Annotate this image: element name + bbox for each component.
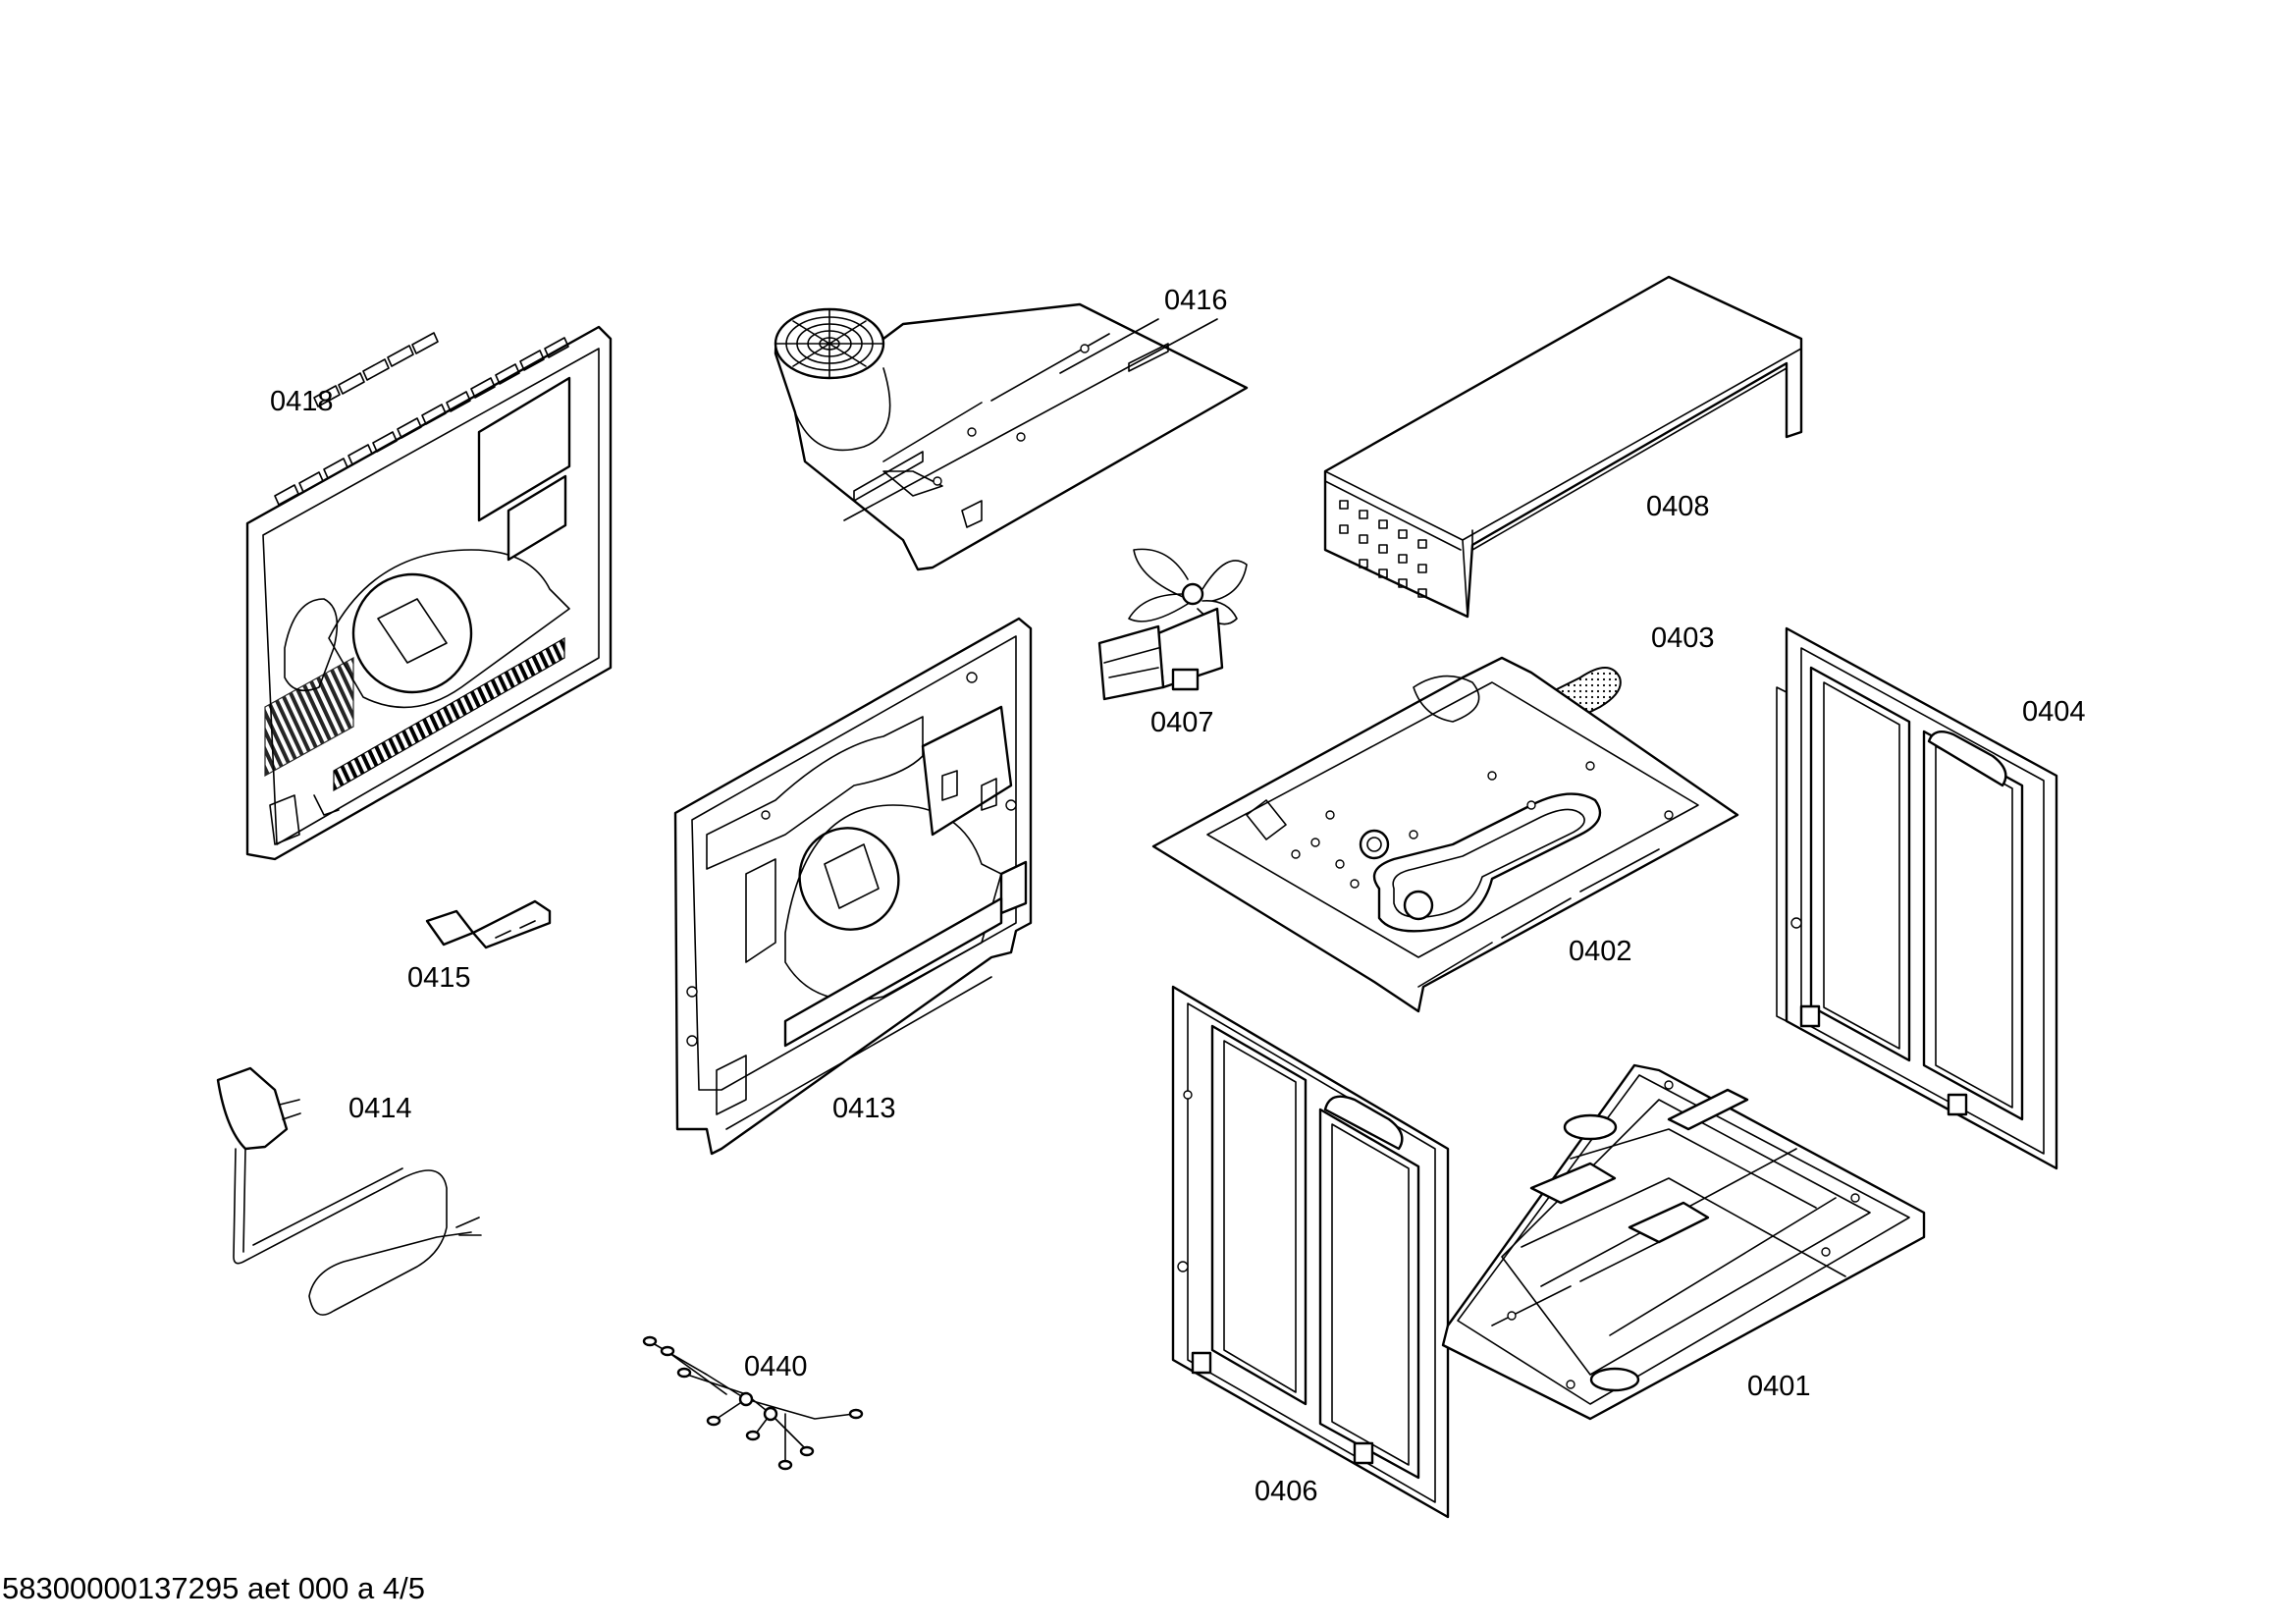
label-0418: 0418 — [270, 386, 334, 417]
label-0416: 0416 — [1164, 285, 1228, 316]
part-0406-left-side-panel[interactable] — [1171, 985, 1450, 1519]
label-0407: 0407 — [1150, 707, 1214, 738]
part-0407-fan-motor[interactable] — [1097, 548, 1248, 701]
label-0408: 0408 — [1646, 491, 1710, 522]
part-0404-right-side-panel[interactable] — [1776, 626, 2058, 1170]
part-0418-rear-panel[interactable] — [245, 325, 613, 861]
label-0440: 0440 — [744, 1351, 808, 1382]
label-0414: 0414 — [348, 1093, 412, 1124]
label-0406: 0406 — [1255, 1476, 1318, 1507]
part-0416-fan-cover-plate[interactable] — [774, 302, 1249, 571]
label-0415: 0415 — [407, 962, 471, 994]
label-0403: 0403 — [1651, 623, 1715, 654]
label-0404: 0404 — [2022, 696, 2086, 728]
part-0401-bottom-frame[interactable] — [1441, 1063, 1926, 1421]
label-0402: 0402 — [1569, 936, 1632, 967]
part-0440-wiring-harness[interactable] — [642, 1335, 864, 1471]
label-0401: 0401 — [1747, 1371, 1811, 1402]
part-0413-back-wall[interactable] — [673, 617, 1033, 1156]
part-0402-floor-plate[interactable] — [1151, 656, 1739, 1013]
part-0414-power-cord[interactable] — [216, 1066, 482, 1316]
part-0415-sensor[interactable] — [425, 899, 552, 949]
part-0408-top-duct[interactable] — [1323, 275, 1803, 619]
document-footer-id: 58300000137295 aet 000 a 4/5 — [2, 1571, 425, 1605]
label-0413: 0413 — [832, 1093, 896, 1124]
